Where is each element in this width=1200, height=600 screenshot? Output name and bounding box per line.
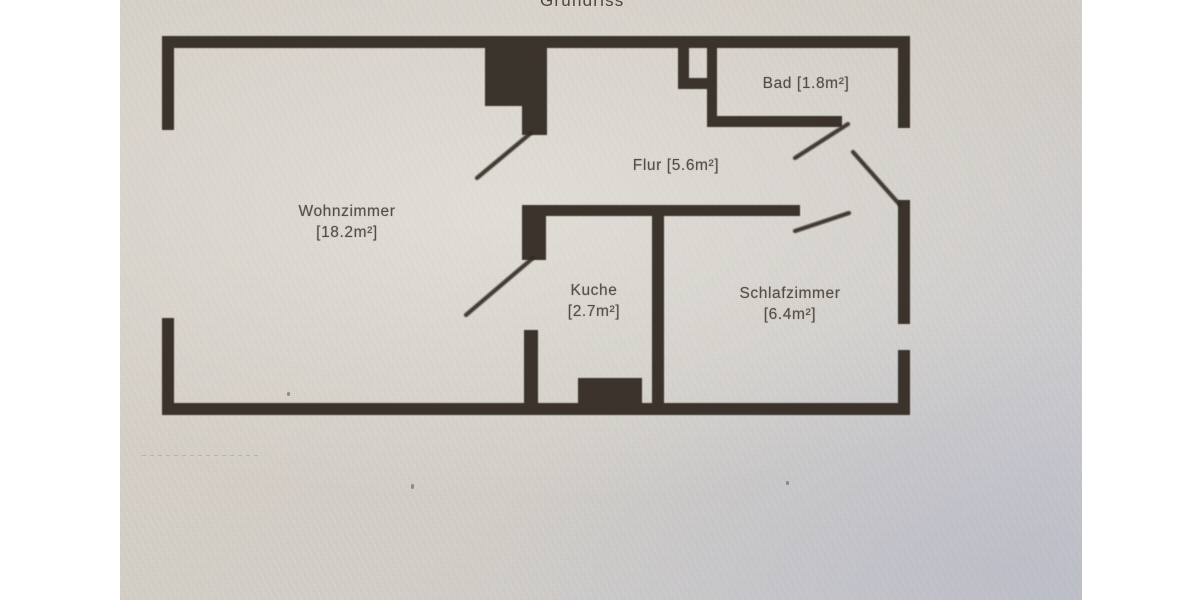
- room-area-schlafzimmer: [6.4m²]: [763, 306, 817, 323]
- faint-rule-artifact: [142, 455, 260, 456]
- room-name-schlafzimmer: Schlafzimmer: [739, 285, 841, 302]
- page-title: Grundriss: [540, 0, 625, 10]
- wall-kuche-right: [652, 205, 664, 415]
- room-label-kuche: Kuche [2.7m²]: [568, 282, 620, 321]
- room-label-schlafzimmer: Schlafzimmer [6.4m²]: [739, 285, 840, 324]
- room-label-wohnzimmer: Wohnzimmer [18.2m²]: [298, 203, 395, 242]
- door-schlafzimmer-lower-icon: [792, 210, 852, 234]
- wall-kuche-bottom-block: [578, 378, 642, 415]
- wall-kuche-left-upper: [522, 205, 546, 260]
- wall-bad-inner-left: [707, 44, 717, 126]
- paper-speck-artifact: [411, 484, 414, 489]
- wall-exterior-right-top: [898, 36, 910, 128]
- room-name-area-bad: Bad [1.8m²]: [762, 75, 850, 92]
- wall-exterior-left-lower: [162, 318, 174, 415]
- room-name-wohnzimmer: Wohnzimmer: [298, 203, 396, 220]
- wall-kuche-left-lower: [524, 330, 538, 415]
- door-schlafzimmer-upper-icon: [850, 149, 903, 208]
- walls-group: [162, 36, 910, 415]
- door-swings-group: [463, 121, 903, 318]
- room-label-bad: Bad [1.8m²]: [763, 75, 850, 93]
- room-area-wohnzimmer: [18.2m²]: [316, 224, 378, 241]
- door-bad-icon: [792, 121, 851, 161]
- paper-speck-artifact: [287, 392, 290, 396]
- wall-bad-bottom: [707, 116, 842, 127]
- paper-speck-artifact: [786, 481, 789, 485]
- wall-partition-wohnzimmer-vertical: [522, 36, 547, 135]
- door-wohnzimmer-icon: [474, 130, 534, 181]
- wall-exterior-right-mid: [898, 200, 910, 324]
- room-name-kuche: Kuche: [570, 282, 618, 299]
- room-area-kuche: [2.7m²]: [567, 303, 621, 320]
- room-label-flur: Flur [5.6m²]: [633, 157, 719, 175]
- wall-exterior-right-bottom: [898, 350, 910, 415]
- door-kuche-icon: [463, 255, 536, 318]
- wall-bad-left: [678, 36, 689, 89]
- room-name-area-flur: Flur [5.6m²]: [632, 157, 720, 174]
- wall-bad-ledge: [678, 78, 714, 89]
- wall-exterior-left-upper: [162, 36, 174, 130]
